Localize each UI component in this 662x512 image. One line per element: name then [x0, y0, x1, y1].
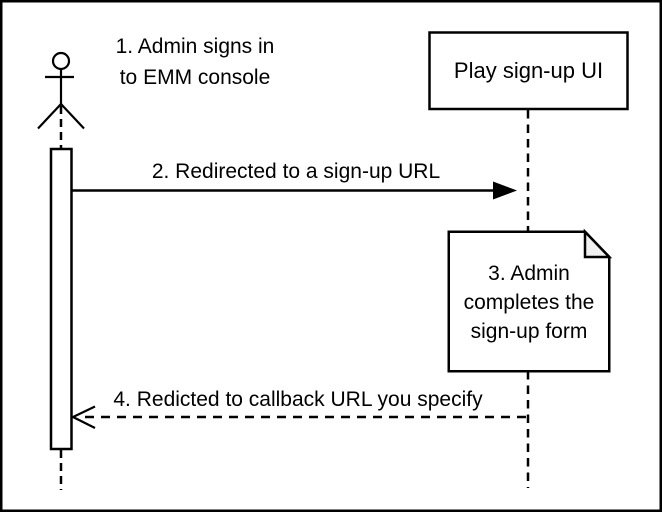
message-4-open-arrowhead-icon [70, 405, 96, 429]
participant-box [428, 31, 629, 111]
message-4-label: 4. Redicted to callback URL you specify [113, 388, 483, 411]
note-fold-icon [583, 228, 613, 259]
message-2-arrow [72, 181, 517, 200]
participant-label: Play sign-up UI [429, 32, 628, 109]
message-2-label: 2. Redirected to a sign-up URL [151, 160, 441, 183]
actor-head [51, 51, 71, 71]
message-2-arrowhead-icon [493, 181, 517, 200]
note-label-line-2: completes the [463, 290, 595, 314]
activation-bar [49, 147, 73, 451]
actor-figure [37, 51, 85, 130]
actor-label-line-1: 1. Admin signs in [115, 35, 275, 58]
actor-label: 1. Admin signs in to EMM console [90, 31, 300, 93]
actor-label-line-2: to EMM console [119, 66, 271, 89]
note-label-line-1: 3. Admin [488, 261, 570, 285]
actor-left-leg [37, 103, 62, 130]
note-shape [447, 228, 613, 373]
actor-right-leg [60, 103, 85, 130]
note-body [447, 230, 611, 373]
message-4-arrow [70, 405, 526, 429]
participant-label-text: Play sign-up UI [453, 57, 604, 83]
note-label-line-3: sign-up form [470, 319, 588, 343]
note-label: 3. Admin completes the sign-up form [448, 232, 610, 372]
